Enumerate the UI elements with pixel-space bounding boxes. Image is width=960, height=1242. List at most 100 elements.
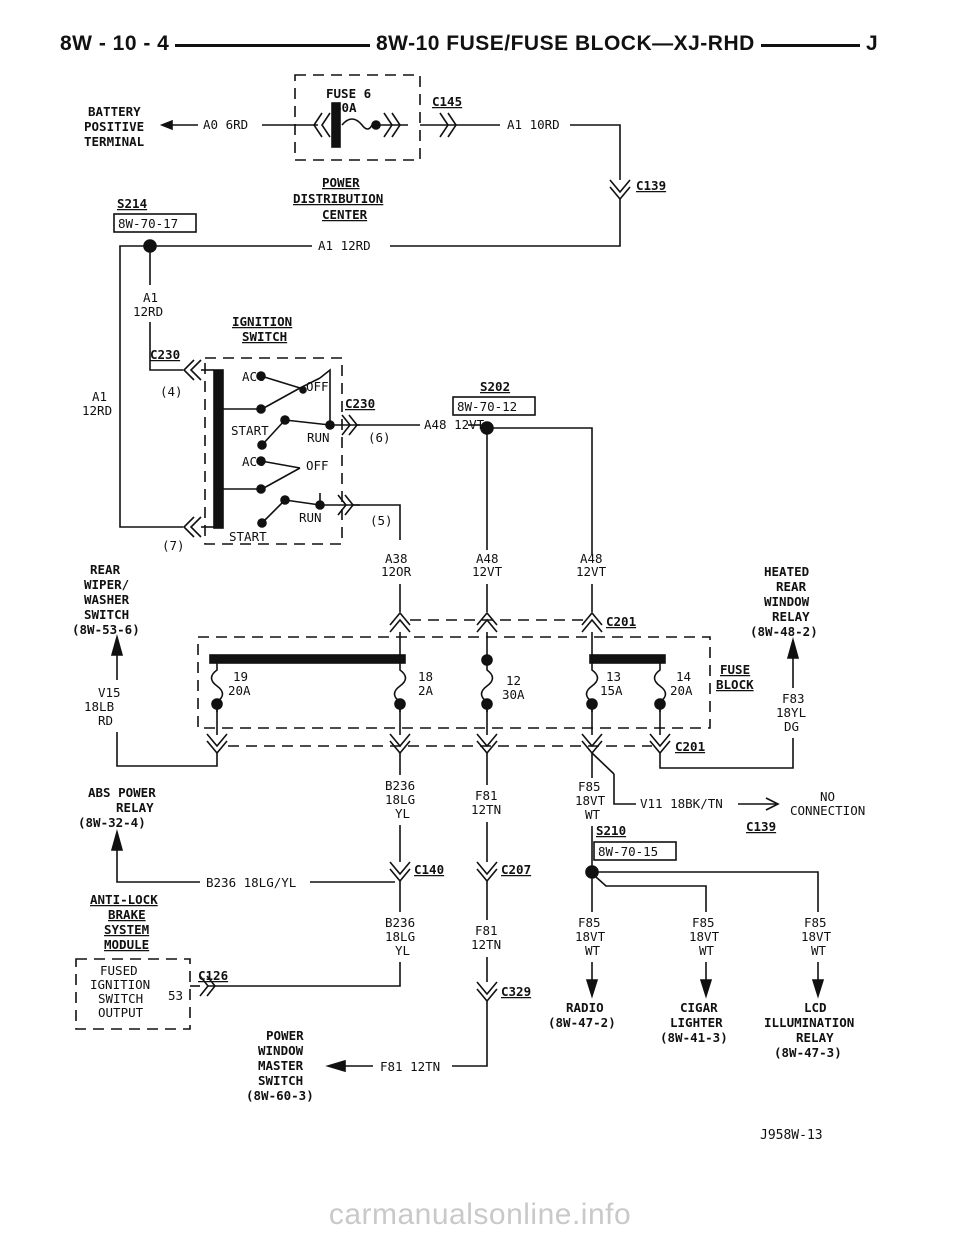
svg-text:(8W-47-2): (8W-47-2) [548,1015,616,1030]
svg-text:BLOCK: BLOCK [716,677,754,692]
connector-c201-top-label: C201 [606,614,636,629]
svg-text:F85: F85 [804,915,827,930]
svg-text:REAR: REAR [90,562,121,577]
ref-s202: 8W-70-12 [457,399,517,414]
svg-text:LIGHTER: LIGHTER [670,1015,723,1030]
svg-text:START: START [229,529,267,544]
svg-text:A48: A48 [476,551,499,566]
connector-c329 [476,981,498,1003]
svg-text:B236: B236 [385,915,415,930]
wire-a1-left [119,245,183,528]
svg-text:(8W-41-3): (8W-41-3) [660,1030,728,1045]
svg-text:18VT: 18VT [575,793,606,808]
wire-f81-h-label: F81 12TN [380,1059,440,1074]
fused-ignition-output: FUSED IGNITION SWITCH OUTPUT [90,963,150,1020]
connector-c145-left [313,112,331,138]
svg-text:18VT: 18VT [575,929,606,944]
cigar-lighter: CIGAR LIGHTER (8W-41-3) [660,1000,728,1045]
pin-53: 53 [168,988,183,1003]
wire-a1-10-run [570,124,621,180]
upper-switch-labels: ACC OFF START RUN [231,369,330,445]
svg-text:14: 14 [676,669,691,684]
svg-text:SWITCH: SWITCH [258,1073,303,1088]
wire-v11-label: V11 18BK/TN [640,796,723,811]
ref-box-s214 [113,213,197,233]
wire-f83-label: F83 18YL DG [776,691,806,734]
svg-text:HEATED: HEATED [764,564,809,579]
svg-text:18LG: 18LG [385,929,415,944]
svg-text:(4): (4) [160,384,183,399]
battery-arrow [159,119,173,131]
svg-text:WT: WT [699,943,715,958]
svg-text:A48: A48 [580,551,603,566]
svg-text:WIPER/: WIPER/ [84,577,129,592]
svg-text:WT: WT [585,943,601,958]
wire-f81b-label: F81 12TN [471,923,501,952]
fuse-block-box [197,636,711,729]
feed-labels: A38 12OR A48 12VT A48 12VT [381,551,607,579]
svg-text:SWITCH: SWITCH [242,329,287,344]
battery-terminal: BATTERY POSITIVE TERMINAL [84,104,145,149]
abs-power-relay: ABS POWER RELAY (8W-32-4) [78,785,156,830]
svg-text:ABS POWER: ABS POWER [88,785,156,800]
svg-text:30A: 30A [502,687,525,702]
svg-text:ACC: ACC [242,454,265,469]
connector-c139-label: C139 [636,178,666,193]
svg-text:12OR: 12OR [381,564,412,579]
svg-text:OFF: OFF [306,458,329,473]
splice-s202: S202 [480,379,510,394]
busbar-fuse-19-18 [209,654,406,664]
connector-c207-label: C207 [501,862,531,877]
svg-text:B236: B236 [385,778,415,793]
svg-text:REAR: REAR [776,579,807,594]
lcd-illumination-relay: LCD ILLUMINATION RELAY (8W-47-3) [764,1000,854,1060]
svg-text:OUTPUT: OUTPUT [98,1005,144,1020]
splice-s214: S214 [117,196,147,211]
svg-text:12RD: 12RD [133,304,163,319]
svg-text:NO: NO [820,789,835,804]
svg-text:(8W-48-2): (8W-48-2) [750,624,818,639]
svg-text:18YL: 18YL [776,705,806,720]
wire-f83 [659,738,794,769]
connector-c201-bottom-label: C201 [675,739,705,754]
svg-text:DG: DG [784,719,799,734]
connector-c126 [199,975,217,997]
svg-text:YL: YL [395,806,410,821]
rear-wiper-switch: REAR WIPER/ WASHER SWITCH (8W-53-6) [72,562,140,637]
svg-text:(8W-53-6): (8W-53-6) [72,622,140,637]
connector-c230-4 [182,359,202,381]
ref-s210: 8W-70-15 [598,844,658,859]
svg-text:F81: F81 [475,923,498,938]
svg-text:F83: F83 [782,691,805,706]
connector-c140-label: C140 [414,862,444,877]
svg-text:C230: C230 [150,347,180,362]
wire-a1-12-label: A1 12RD [318,238,371,253]
svg-text:(5): (5) [370,513,393,528]
wire-v15 [116,732,218,767]
svg-text:ANTI-LOCK: ANTI-LOCK [90,892,158,907]
wire-f81a-label: F81 12TN [471,788,501,817]
svg-text:18LG: 18LG [385,792,415,807]
wire-f85-to-lcd [598,871,819,912]
svg-text:ILLUMINATION: ILLUMINATION [764,1015,854,1030]
svg-text:RELAY: RELAY [116,800,154,815]
svg-text:CONNECTION: CONNECTION [790,803,865,818]
svg-text:20A: 20A [670,683,693,698]
busbar-fuse6 [331,102,341,148]
svg-text:WT: WT [811,943,827,958]
svg-text:(7): (7) [162,538,185,553]
svg-text:V15: V15 [98,685,121,700]
svg-text:RELAY: RELAY [796,1030,834,1045]
svg-text:FUSE: FUSE [720,662,750,677]
svg-text:POWER: POWER [266,1028,304,1043]
svg-text:SWITCH: SWITCH [84,607,129,622]
wire-b236-h-label: B236 18LG/YL [206,875,296,890]
pdc-box [294,74,421,161]
anti-lock-brake-module: ANTI-LOCK BRAKE SYSTEM MODULE [90,892,158,952]
svg-text:RADIO: RADIO [566,1000,604,1015]
watermark: carmanualsonline.info [328,1198,632,1231]
heated-rear-window-relay: HEATED REAR WINDOW RELAY (8W-48-2) [750,564,818,639]
svg-text:WT: WT [585,807,601,822]
svg-text:CIGAR: CIGAR [680,1000,718,1015]
svg-text:12TN: 12TN [471,937,501,952]
